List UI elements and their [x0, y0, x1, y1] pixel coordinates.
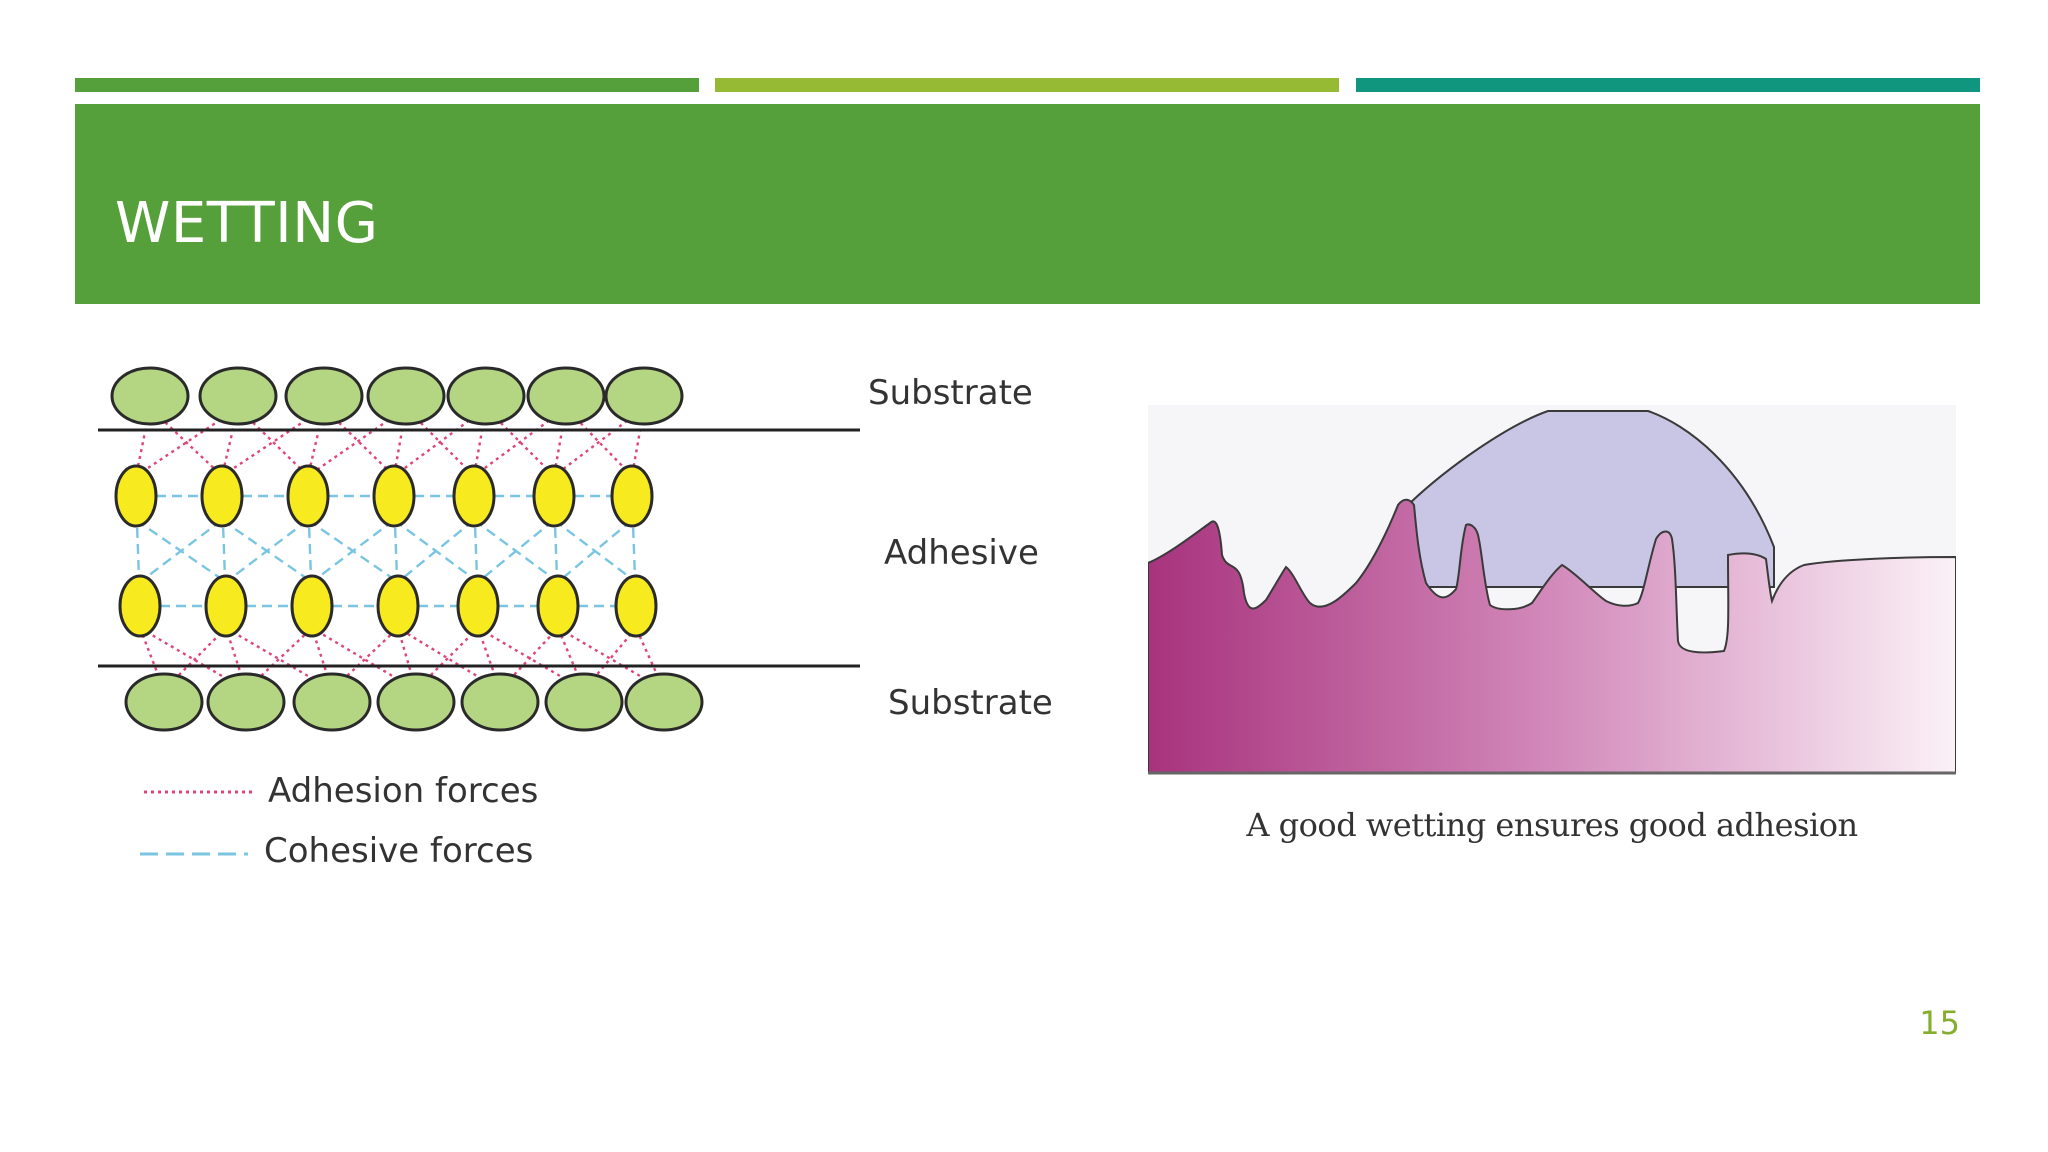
adhesive-molecule	[536, 574, 580, 638]
substrate-top-molecules	[110, 366, 684, 426]
adhesion-line	[307, 407, 407, 477]
adhesive-molecule	[204, 574, 248, 638]
title-band: WETTING	[75, 104, 1980, 304]
substrate-molecule	[110, 366, 190, 426]
label-substrate-top: Substrate	[868, 373, 1033, 413]
accent-bar-1	[75, 78, 699, 92]
cohesion-line	[477, 519, 555, 583]
label-substrate-bottom: Substrate	[888, 683, 1053, 723]
wetting-caption: A good wetting ensures good adhesion	[1246, 806, 1858, 844]
substrate-molecule	[366, 366, 446, 426]
legend-cohesion-label: Cohesive forces	[264, 831, 533, 871]
adhesion-line	[634, 627, 666, 691]
legend-adhesion-label: Adhesion forces	[268, 771, 538, 811]
cohesion-line	[139, 519, 223, 583]
substrate-molecule	[124, 672, 204, 732]
rough-substrate	[1148, 498, 1956, 774]
substrate-molecule	[292, 672, 372, 732]
adhesion-lines	[134, 407, 666, 692]
adhesion-line	[397, 626, 501, 692]
substrate-molecule	[198, 366, 278, 426]
label-adhesive: Adhesive	[884, 533, 1039, 573]
adhesive-molecule	[290, 574, 334, 638]
adhesion-line	[311, 626, 417, 692]
slide-title: WETTING	[115, 191, 379, 256]
substrate-molecule	[526, 366, 606, 426]
adhesion-line	[393, 407, 487, 477]
accent-bar-3	[1356, 78, 1980, 92]
adhesive-molecule	[376, 574, 420, 638]
substrate-molecule	[376, 672, 456, 732]
substrate-molecule	[624, 672, 704, 732]
cohesion-line	[397, 519, 475, 583]
adhesion-line	[306, 407, 326, 477]
adhesive-molecule	[118, 574, 162, 638]
adhesive-molecule	[114, 464, 158, 528]
adhesive-molecules	[114, 464, 658, 638]
wetting-illustration	[1148, 405, 1956, 775]
adhesive-molecule	[456, 574, 500, 638]
page-number: 15	[1919, 1004, 1960, 1042]
adhesion-line	[473, 407, 567, 477]
adhesive-molecule	[532, 464, 576, 528]
substrate-bottom-molecules	[124, 672, 704, 732]
cohesion-line	[557, 519, 633, 583]
substrate-molecule	[544, 672, 624, 732]
adhesive-molecule	[200, 464, 244, 528]
adhesion-diagram: Substrate Adhesive Substrate Adhesion fo…	[98, 366, 1053, 871]
cohesion-line	[311, 519, 395, 583]
adhesive-molecule	[286, 464, 330, 528]
cohesion-lines	[134, 494, 638, 608]
adhesive-molecule	[452, 464, 496, 528]
adhesive-molecule	[610, 464, 654, 528]
cohesion-line	[225, 519, 309, 583]
substrate-molecule	[604, 366, 684, 426]
accent-bar-2	[715, 78, 1339, 92]
substrate-molecule	[446, 366, 526, 426]
liquid-drop	[1409, 410, 1775, 588]
adhesion-line	[556, 627, 586, 691]
substrate-molecule	[460, 672, 540, 732]
adhesion-line	[220, 407, 240, 477]
adhesion-line	[553, 407, 645, 477]
substrate-molecule	[206, 672, 286, 732]
substrate-molecule	[284, 366, 364, 426]
adhesive-molecule	[372, 464, 416, 528]
adhesive-molecule	[614, 574, 658, 638]
